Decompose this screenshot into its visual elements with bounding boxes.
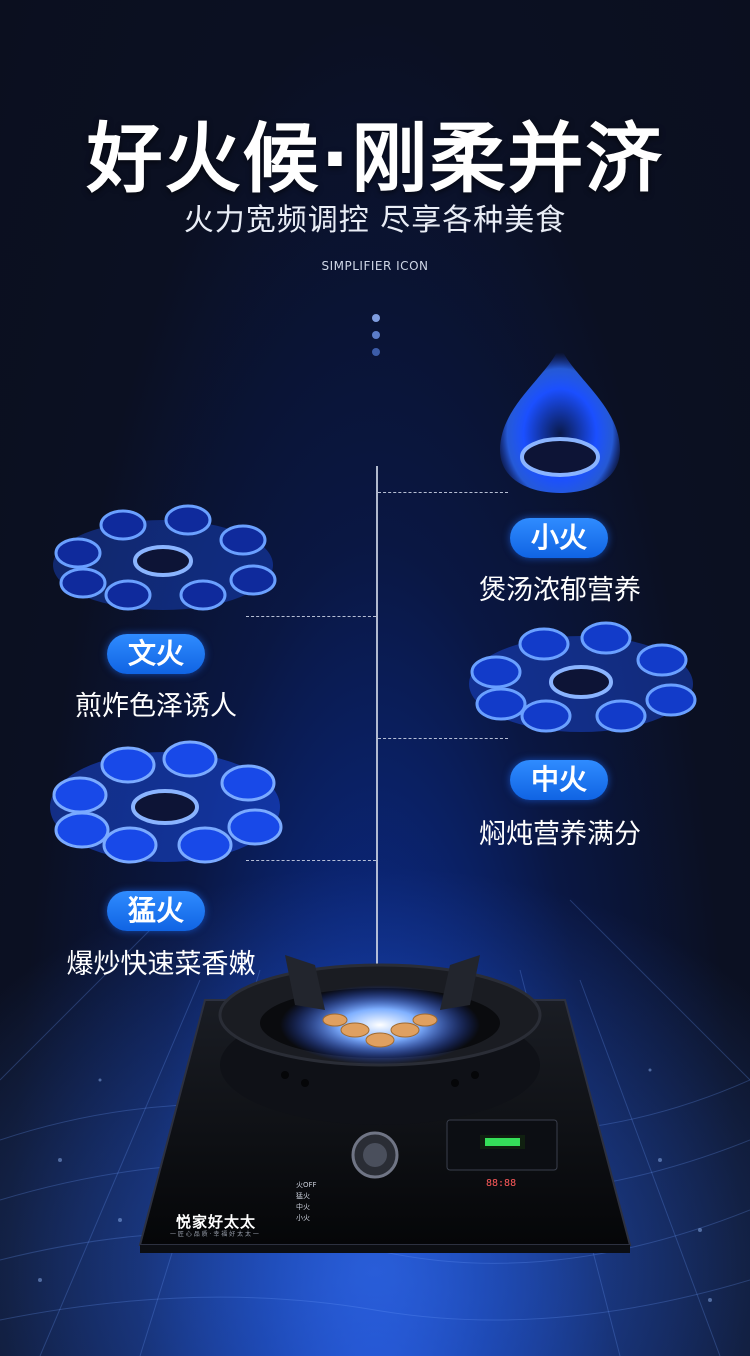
- page-subtitle: 火力宽频调控 尽享各种美食: [183, 203, 567, 238]
- page-title: 好火候·刚柔并济: [86, 113, 664, 203]
- mode-description-small: 煲汤浓郁营养: [479, 575, 641, 606]
- gas-stove-image: [138, 955, 632, 1253]
- english-caption: SIMPLIFIER ICON: [321, 259, 429, 273]
- scroll-dot: [372, 348, 380, 356]
- stove-brand-logo: 悦家好太太: [176, 1213, 257, 1231]
- single-ring-flame-icon: [500, 345, 620, 493]
- mode-description-high: 爆炒快速菜香嫩: [66, 949, 256, 980]
- center-divider-line: [376, 466, 378, 986]
- connector-dash-high: [246, 860, 376, 861]
- knob-label-list: 火OFF 猛火 中火 小火: [296, 1180, 317, 1224]
- medium-fire-flame-icon: [469, 621, 697, 733]
- mode-description-medium: 焖炖营养满分: [479, 819, 641, 850]
- connector-dash-low: [246, 616, 376, 617]
- mode-badge-medium: 中火: [510, 760, 608, 800]
- knob-label-off: 火OFF: [296, 1181, 317, 1189]
- connector-dash-medium: [378, 738, 508, 739]
- mode-badge-small: 小火: [510, 518, 608, 558]
- knob-label-medium: 中火: [296, 1203, 310, 1211]
- knob-label-high: 猛火: [296, 1192, 310, 1200]
- mode-badge-low: 文火: [107, 634, 205, 674]
- high-fire-flame-icon: [50, 740, 283, 864]
- scroll-dot: [372, 331, 380, 339]
- mode-description-low: 煎炸色泽诱人: [75, 691, 237, 722]
- low-fire-flame-icon: [53, 504, 277, 611]
- knob-label-small: 小火: [296, 1214, 310, 1222]
- stove-tagline: 一 匠 心 品 质 · 幸 福 好 太 太 一: [170, 1231, 259, 1238]
- mode-badge-high: 猛火: [107, 891, 205, 931]
- scroll-dot: [372, 314, 380, 322]
- connector-dash-small: [378, 492, 508, 493]
- stove-display: 88:88: [486, 1178, 517, 1189]
